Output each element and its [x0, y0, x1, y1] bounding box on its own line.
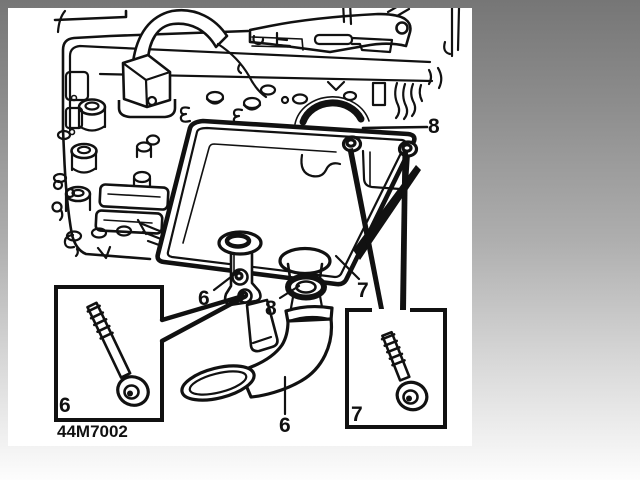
- inset-box-6: 6: [54, 285, 247, 422]
- inset-box-7: 7: [345, 308, 447, 429]
- illustration-canvas: 6 7 8 6 8 7 6 44M7002: [8, 8, 472, 446]
- pickup-tube: [180, 294, 334, 402]
- valve-body-solenoids: [52, 98, 161, 213]
- callout-labels: 8 6 8 7 6: [198, 115, 440, 437]
- bolt-6-drawing: [86, 301, 150, 407]
- transmission-case-drawing: [51, 8, 461, 263]
- callout-6-flange: 6: [198, 287, 210, 310]
- callout-8-seal: 8: [265, 297, 277, 320]
- support-bracket: [248, 12, 412, 54]
- callout-leaders: [212, 125, 429, 416]
- inset-6-label: 6: [59, 394, 71, 417]
- part-number: 44M7002: [57, 422, 128, 441]
- callout-6-tube: 6: [279, 414, 291, 437]
- technical-illustration: 6 7 8 6 8 7 6 44M7002: [51, 8, 461, 441]
- callout-7-pan: 7: [357, 279, 369, 302]
- callout-8-top: 8: [428, 115, 440, 138]
- seal-grommet: [278, 246, 332, 301]
- bolt-7-drawing: [380, 330, 429, 412]
- inset-7-label: 7: [351, 403, 363, 426]
